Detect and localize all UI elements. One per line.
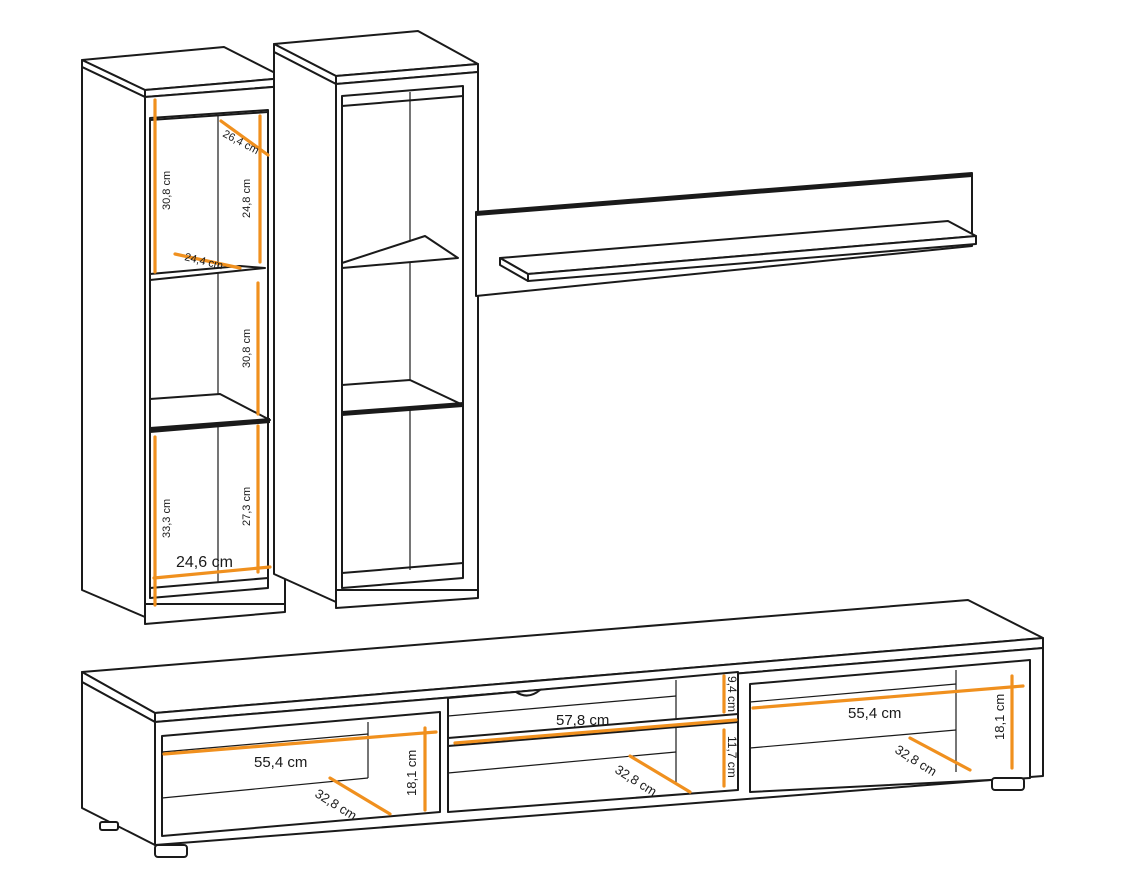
left-tall-cabinet xyxy=(81,46,286,625)
label-bottom-inner-height: 33,3 cm xyxy=(161,499,173,538)
dim-arrow-center-depth xyxy=(628,754,692,794)
right-tall-cabinet xyxy=(273,30,479,609)
dim-arrow-left-depth xyxy=(328,776,392,816)
dim-arrow-right-depth xyxy=(908,736,972,772)
label-inner-width: 24,6 cm xyxy=(176,554,233,571)
dim-arrow-left-width xyxy=(162,730,438,756)
label-bottom-back-height: 27,3 cm xyxy=(241,487,253,526)
label-middle-height: 30,8 cm xyxy=(241,329,253,368)
label-top-back-height: 24,8 cm xyxy=(241,179,253,218)
label-top-inner-height: 30,8 cm xyxy=(161,171,173,210)
dimension-arrows xyxy=(152,98,1025,816)
label-center-width: 57,8 cm xyxy=(556,712,609,729)
dim-arrow-top-depth xyxy=(219,119,270,157)
label-left-width: 55,4 cm xyxy=(254,754,307,771)
label-right-height: 18,1 cm xyxy=(992,694,1007,740)
label-center-top-height: 9,4 cm xyxy=(725,676,739,712)
label-right-width: 55,4 cm xyxy=(848,705,901,722)
wall-shelf xyxy=(475,172,977,297)
dim-arrow-center-width xyxy=(453,718,738,745)
dim-arrow-right-width xyxy=(751,684,1025,710)
dim-arrow-inner-width xyxy=(152,565,272,580)
tv-unit xyxy=(81,599,1044,858)
dim-arrow-shelf-depth xyxy=(173,252,242,270)
label-left-height: 18,1 cm xyxy=(404,750,419,796)
label-center-bottom-height: 11,7 cm xyxy=(725,736,739,778)
